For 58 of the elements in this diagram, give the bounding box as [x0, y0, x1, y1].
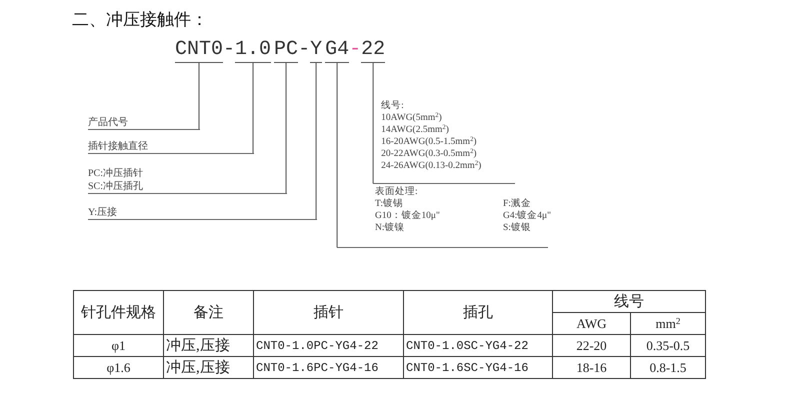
- leader-line: [316, 62, 317, 220]
- code-field-label: [88, 116, 200, 130]
- leader-line: [286, 62, 287, 194]
- table-cell: CNT0-1.0SC-YG4-22: [404, 334, 552, 356]
- surface-finish-option: G10：镀金10μ": [374, 210, 503, 222]
- code-segment: G4: [325, 38, 350, 63]
- leader-line: [252, 62, 254, 154]
- hyphen: -: [349, 38, 362, 63]
- field-description: 插针接触直径: [88, 140, 149, 153]
- header-cell: 插针: [254, 290, 404, 334]
- surface-finish-option: F:溅金: [502, 198, 551, 210]
- table-cell: CNT0-1.6SC-YG4-16: [404, 356, 552, 378]
- code-segment: PC: [274, 38, 298, 63]
- hyphen: -: [223, 38, 236, 63]
- surface-finish-option: N:镀镍: [374, 222, 503, 234]
- table-cell: CNT0-1.0PC-YG4-22: [254, 334, 404, 356]
- wire-gauge-text: 14AWG(2.5mm$^{2}$): [381, 124, 450, 136]
- wire-gauge-text: 线号:: [381, 100, 405, 112]
- header-cell: 线号: [552, 290, 706, 312]
- header-cell: AWG: [552, 312, 630, 334]
- code-field-label: [88, 206, 317, 220]
- wire-gauge-text: 10AWG(5mm$^{2}$): [381, 112, 442, 124]
- code-segment: Y: [310, 38, 322, 63]
- section-heading: 二、冲压接触件：: [72, 9, 208, 31]
- table-cell: φ1.6: [74, 356, 164, 378]
- wire-gauge-text: 24-26AWG(0.13-0.2mm$^{2}$): [381, 160, 482, 172]
- surface-finish-heading: 表面处理:: [374, 186, 419, 198]
- surface-finish-option: G4:镀金4μ": [502, 210, 551, 222]
- field-description: SC:冲压插孔: [88, 180, 144, 193]
- surface-finish-option: T:镀锡: [374, 198, 503, 210]
- table-cell: 冲压,压接: [164, 334, 254, 356]
- table-cell: CNT0-1.6PC-YG4-16: [254, 356, 404, 378]
- leader-line: [198, 62, 200, 130]
- table-cell: 18-16: [552, 356, 630, 378]
- header-cell: 插孔: [404, 290, 552, 334]
- field-description: PC:冲压插针: [88, 167, 144, 180]
- leader-line: [336, 62, 338, 248]
- code-field-label: [88, 140, 254, 154]
- field-description: Y:压接: [88, 206, 118, 219]
- table-cell: 22-20: [552, 334, 630, 356]
- wire-gauge-panel: [373, 100, 515, 184]
- code-segment: 22: [361, 38, 386, 63]
- header-cell: 针孔件规格: [74, 290, 164, 334]
- header-cell: 备注: [164, 290, 254, 334]
- hyphen: -: [298, 38, 310, 63]
- code-segment: 1.0: [235, 38, 272, 63]
- table-cell: 冲压,压接: [164, 356, 254, 378]
- wire-gauge-text: 16-20AWG(0.5-1.5mm$^{2}$): [381, 136, 478, 148]
- table-cell: 0.35-0.5: [630, 334, 706, 356]
- surface-finish-option: S:镀银: [502, 222, 551, 234]
- code-field-label: [88, 167, 287, 194]
- table-cell: 0.8-1.5: [630, 356, 706, 378]
- wire-gauge-text: 20-22AWG(0.3-0.5mm$^{2}$): [381, 148, 478, 160]
- code-segment: CNT0: [175, 38, 224, 63]
- header-cell: mm$^{2}$: [630, 312, 706, 334]
- table-cell: φ1: [74, 334, 164, 356]
- leader-line: [372, 62, 374, 184]
- field-description: 产品代号: [88, 116, 129, 129]
